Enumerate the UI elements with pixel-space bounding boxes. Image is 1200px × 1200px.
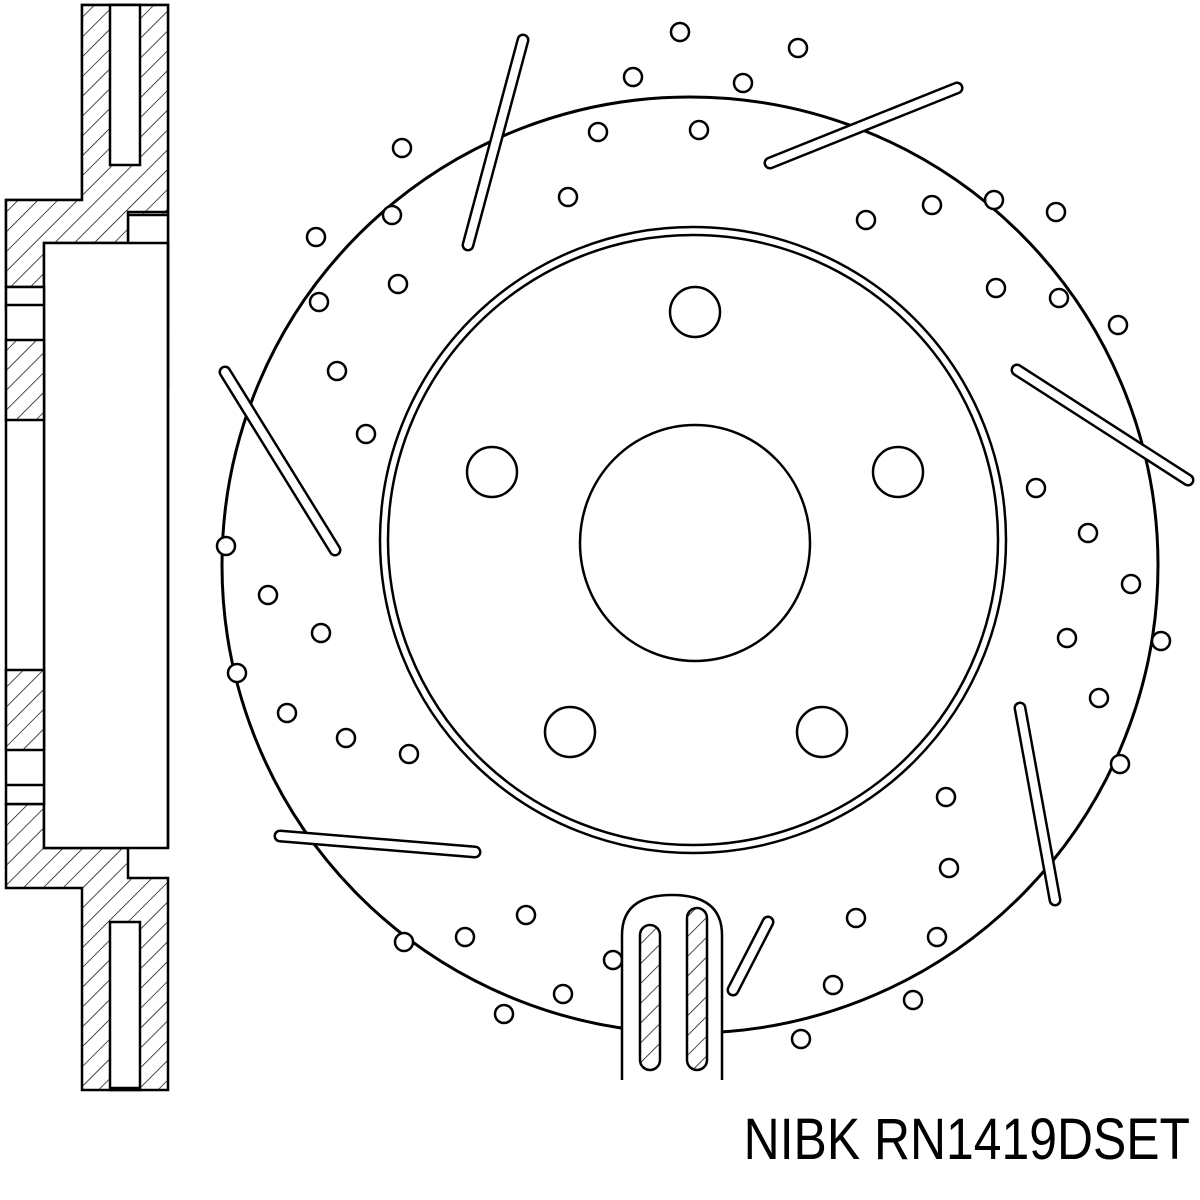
- drilled-hole-4: [732, 72, 754, 94]
- drilled-hole-5: [587, 121, 609, 143]
- bolt-hole-5: [795, 705, 849, 759]
- drilled-holes: [215, 21, 1172, 1050]
- drilled-hole-37: [257, 584, 279, 606]
- drilled-hole-43: [393, 931, 415, 953]
- drilled-hole-8: [557, 186, 579, 208]
- drilled-hole-14: [355, 423, 377, 445]
- hat-body-white: [42, 241, 170, 850]
- drilled-hole-48: [602, 949, 624, 971]
- drilled-hole-3: [622, 66, 644, 88]
- drilled-hole-32: [926, 926, 948, 948]
- drilled-hole-38: [310, 622, 332, 644]
- drilled-hole-22: [1025, 477, 1047, 499]
- drilled-hole-11: [387, 273, 409, 295]
- disc-cross-section-detail: [4, 3, 170, 1092]
- vane-slot-top: [108, 3, 142, 167]
- drilled-hole-31: [845, 907, 867, 929]
- wear-tab-slot-left: [638, 923, 662, 1072]
- flange-hatch-2: [4, 668, 46, 752]
- drilled-hole-21: [1107, 314, 1129, 336]
- slot-inner-2: [766, 84, 961, 167]
- part-number: RN1419DSET: [873, 1107, 1190, 1172]
- bolt-hole-4: [543, 705, 597, 759]
- drilled-hole-6: [688, 119, 710, 141]
- drilled-hole-42: [398, 743, 420, 765]
- center-bore: [578, 423, 812, 663]
- drilled-hole-13: [326, 360, 348, 382]
- drilled-hole-46: [552, 983, 574, 1005]
- slot-inner-7: [729, 918, 772, 994]
- drilled-hole-29: [935, 786, 957, 808]
- drilled-hole-39: [226, 662, 248, 684]
- drilled-hole-36: [215, 535, 237, 557]
- hub-inner-edge: [386, 233, 1000, 847]
- drilled-hole-12: [308, 291, 330, 313]
- drilled-hole-27: [1088, 687, 1110, 709]
- drilled-hole-33: [822, 974, 844, 996]
- drilled-hole-23: [1077, 522, 1099, 544]
- drilled-hole-40: [276, 702, 298, 724]
- slot-inner-6: [276, 832, 479, 856]
- drilled-hole-20: [1048, 287, 1070, 309]
- drilled-hole-16: [921, 194, 943, 216]
- drilled-hole-30: [938, 857, 960, 879]
- drilled-hole-26: [1150, 630, 1172, 652]
- drilled-hole-18: [1045, 201, 1067, 223]
- drilled-hole-47: [493, 1003, 515, 1025]
- drilled-hole-9: [381, 204, 403, 226]
- cooling-slots: [218, 33, 1195, 997]
- slot-inner-4: [1016, 704, 1059, 904]
- drilled-hole-35: [790, 1028, 812, 1050]
- wear-tab-slot-right: [685, 906, 709, 1072]
- drilled-hole-28: [1109, 753, 1131, 775]
- bolt-hole-3: [871, 445, 925, 499]
- drilled-hole-19: [985, 277, 1007, 299]
- drilled-hole-25: [1056, 627, 1078, 649]
- drilled-hole-7: [391, 137, 413, 159]
- slot-inner-3: [1013, 366, 1192, 484]
- vane-slot-bottom: [108, 920, 142, 1090]
- drilled-hole-44: [454, 926, 476, 948]
- hub-outer-edge: [378, 225, 1008, 855]
- drilled-hole-17: [983, 189, 1005, 211]
- flange-hatch-1: [4, 338, 46, 422]
- drilled-hole-24: [1120, 573, 1142, 595]
- drilled-hole-1: [669, 21, 691, 43]
- disc-outer-edge: [220, 95, 1160, 1035]
- brand-name: NIBK: [743, 1107, 861, 1172]
- slot-inner-1: [464, 36, 527, 249]
- drilled-hole-2: [787, 37, 809, 59]
- part-caption: NIBK RN1419DSET: [691, 1100, 1190, 1180]
- drilled-hole-15: [855, 209, 877, 231]
- drilled-hole-10: [305, 226, 327, 248]
- drilled-hole-41: [335, 727, 357, 749]
- disc-front-view: [220, 95, 1160, 1035]
- slot-inner-5: [221, 368, 339, 554]
- drilled-hole-34: [902, 989, 924, 1011]
- bolt-holes: [465, 285, 925, 759]
- wear-indicator-tab: [620, 893, 724, 1080]
- bolt-hole-1: [668, 285, 722, 339]
- drilled-hole-45: [515, 904, 537, 926]
- bolt-hole-2: [465, 445, 519, 499]
